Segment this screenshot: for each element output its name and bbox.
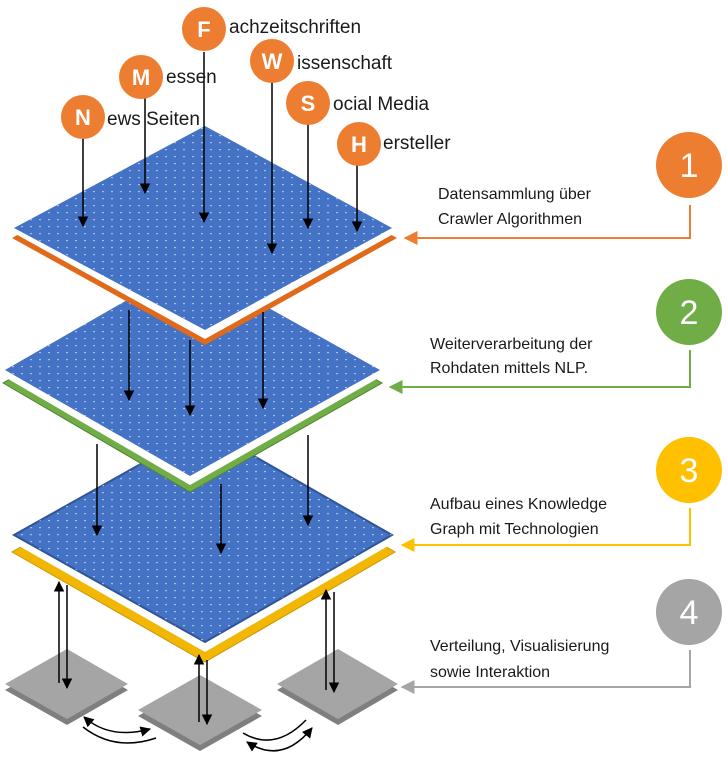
source-initial: H xyxy=(351,132,367,157)
step-description-line2: Graph mit Technologien xyxy=(430,521,599,538)
tile-right xyxy=(277,649,398,725)
source-wissenschaft: W issenschaft xyxy=(250,39,393,83)
source-hersteller: H ersteller xyxy=(337,122,451,166)
layer-3 xyxy=(10,426,396,663)
source-initial: M xyxy=(132,65,150,90)
source-arrows xyxy=(77,52,363,255)
source-initial: F xyxy=(197,17,210,42)
source-initial: W xyxy=(262,49,283,74)
source-initial: N xyxy=(75,105,91,130)
tile-center xyxy=(138,675,262,751)
step-2: 2 Weiterverarbeitung der Rohdaten mittel… xyxy=(430,279,722,377)
layer1-to-layer2-arrows xyxy=(123,310,269,417)
source-label: issenschaft xyxy=(297,53,393,74)
source-circle xyxy=(119,55,163,99)
step-description-line1: Verteilung, Visualisierung xyxy=(430,638,609,655)
step-description-line2: Crawler Algorithmen xyxy=(438,211,582,228)
source-fachzeitschriften: F achzeitschriften xyxy=(182,7,361,51)
source-label: ocial Media xyxy=(333,94,430,115)
step-connectors xyxy=(388,205,691,694)
source-messen: M essen xyxy=(119,55,217,99)
step-description-line2: Rohdaten mittels NLP. xyxy=(430,360,588,377)
layer3-tiles-bidirectional-arrows xyxy=(53,580,340,726)
step-3: 3 Aufbau eines Knowledge Graph mit Techn… xyxy=(430,437,722,538)
source-circle xyxy=(337,122,381,166)
step-number: 1 xyxy=(680,147,699,185)
step-number-circle xyxy=(656,132,722,198)
source-news-seiten: N ews Seiten xyxy=(61,95,200,139)
layer2-to-layer3-arrows xyxy=(91,435,314,555)
layer-1 xyxy=(12,125,397,345)
source-label: ersteller xyxy=(383,133,451,154)
source-initial: S xyxy=(301,91,316,116)
step-number-circle xyxy=(656,437,722,503)
step-number: 4 xyxy=(680,594,699,632)
layer-2 xyxy=(2,264,384,493)
source-circle xyxy=(61,95,105,139)
step-1: 1 Datensammlung über Crawler Algorithmen xyxy=(438,132,722,228)
step-description-line1: Datensammlung über xyxy=(438,186,592,203)
source-label: achzeitschriften xyxy=(229,17,361,38)
step-description-line2: sowie Interaktion xyxy=(430,664,550,681)
source-circle xyxy=(286,81,330,125)
step-number-circle xyxy=(656,579,722,645)
tile-exchange-arrows xyxy=(82,716,313,752)
step-description-line1: Weiterverarbeitung der xyxy=(430,336,593,353)
source-circle xyxy=(250,39,294,83)
step-number-circle xyxy=(656,279,722,345)
source-circle xyxy=(182,7,226,51)
source-label: ews Seiten xyxy=(107,109,200,130)
step-number: 3 xyxy=(680,452,699,490)
source-social-media: S ocial Media xyxy=(286,81,430,125)
step-description-line1: Aufbau eines Knowledge xyxy=(430,496,607,513)
step-number: 2 xyxy=(680,294,699,332)
step-4: 4 Verteilung, Visualisierung sowie Inter… xyxy=(430,579,722,681)
source-label: essen xyxy=(166,67,217,88)
